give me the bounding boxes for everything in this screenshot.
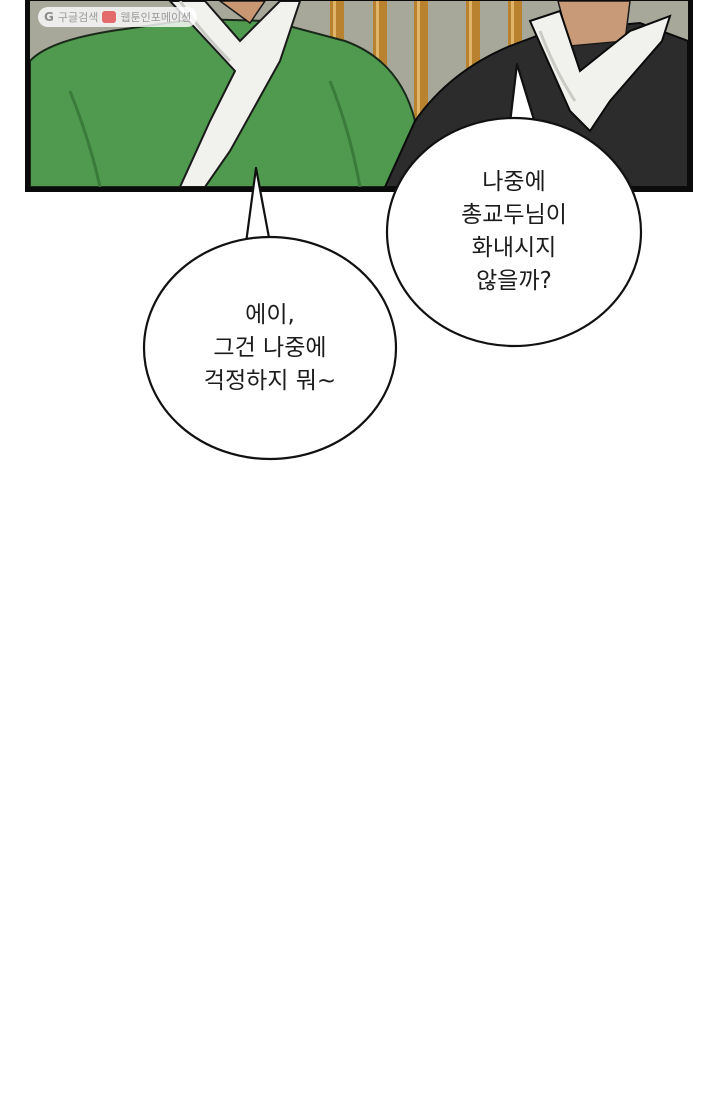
speech-bubble-green-robe-outline [142,166,398,461]
webtoon-logo-icon [102,11,117,23]
speech-text-green-robe: 에이, 그건 나중에 걱정하지 뭐~ [203,301,337,394]
watermark-right-text: 웹툰인포메이션 [120,11,192,24]
speech-bubble-dark-robe-outline [385,62,643,348]
speech-bubble-green-robe: 에이, 그건 나중에 걱정하지 뭐~ [143,236,397,460]
speech-text-dark-robe: 나중에 총교두님이 화내시지 않을까? [461,169,567,294]
green-robe-character [30,1,417,187]
watermark-badge: G 구글검색 웹툰인포메이션 [38,7,198,27]
watermark-left-text: 구글검색 [57,11,99,24]
google-g-icon: G [44,10,54,24]
speech-bubble-dark-robe: 나중에 총교두님이 화내시지 않을까? [386,117,642,347]
